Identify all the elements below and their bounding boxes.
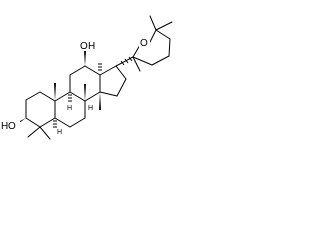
h5-label: H (57, 129, 62, 136)
ring-d-bonds (99, 65, 127, 97)
c4-gem-dimethyl-bonds (27, 126, 51, 140)
angular-methyl-wedges (54, 83, 101, 110)
bond (99, 91, 118, 97)
h9-label: H (67, 105, 72, 112)
bond (54, 91, 71, 102)
c14-methyl-wedge (99, 92, 101, 110)
bond (168, 38, 171, 57)
bond (132, 56, 141, 72)
bond (84, 65, 101, 76)
c12-hydroxyl-group: O H (79, 38, 101, 52)
c20-hash (124, 58, 129, 64)
bond (99, 65, 117, 76)
bond (84, 91, 101, 102)
c12-oh-wedge (84, 51, 86, 66)
bond (155, 29, 171, 40)
c3-hydroxyl-group: H O (0, 118, 20, 132)
bond (151, 55, 170, 66)
c8-methyl-wedge (84, 84, 86, 101)
ring-oxygen: O (139, 36, 150, 49)
stereo-hydrogen-labels: H H H (57, 105, 93, 136)
c20-hash (120, 60, 125, 66)
bond (54, 117, 71, 128)
bond (39, 126, 51, 140)
c3-hydrogen-label: H (1, 121, 8, 132)
ring-b-bonds (54, 91, 86, 128)
bond (155, 21, 173, 31)
bond (149, 29, 157, 43)
bond (132, 56, 153, 66)
oxane-ring-bonds (132, 29, 171, 66)
molecule-structure-diagram: H H H O O H H O (0, 15, 173, 140)
bond (25, 91, 41, 101)
c20-hash (128, 56, 133, 62)
bond (39, 91, 56, 102)
bond (69, 65, 86, 76)
bond (115, 65, 127, 80)
ring-a-bonds (25, 91, 56, 128)
bond (149, 15, 157, 31)
ring-c-bonds (69, 65, 101, 102)
bond (116, 78, 127, 97)
stereo-hash-bonds (53, 56, 133, 128)
c12-oxygen-label: O (80, 41, 88, 52)
bond (132, 44, 141, 58)
c20-methyl-bond (132, 56, 141, 72)
c12-hydrogen-label: H (88, 41, 95, 52)
c12-hydroxyl-wedge (84, 51, 86, 66)
ring-oxygen-label: O (140, 38, 148, 49)
bond (69, 117, 86, 128)
bond (69, 91, 86, 102)
oxane-gem-dimethyl-bonds (149, 15, 173, 31)
c10-methyl-wedge (54, 83, 56, 101)
bond (39, 117, 56, 128)
c3-oxygen-label: O (8, 121, 16, 132)
bond (27, 126, 41, 138)
h8-label: H (88, 105, 93, 112)
bond (25, 117, 41, 128)
